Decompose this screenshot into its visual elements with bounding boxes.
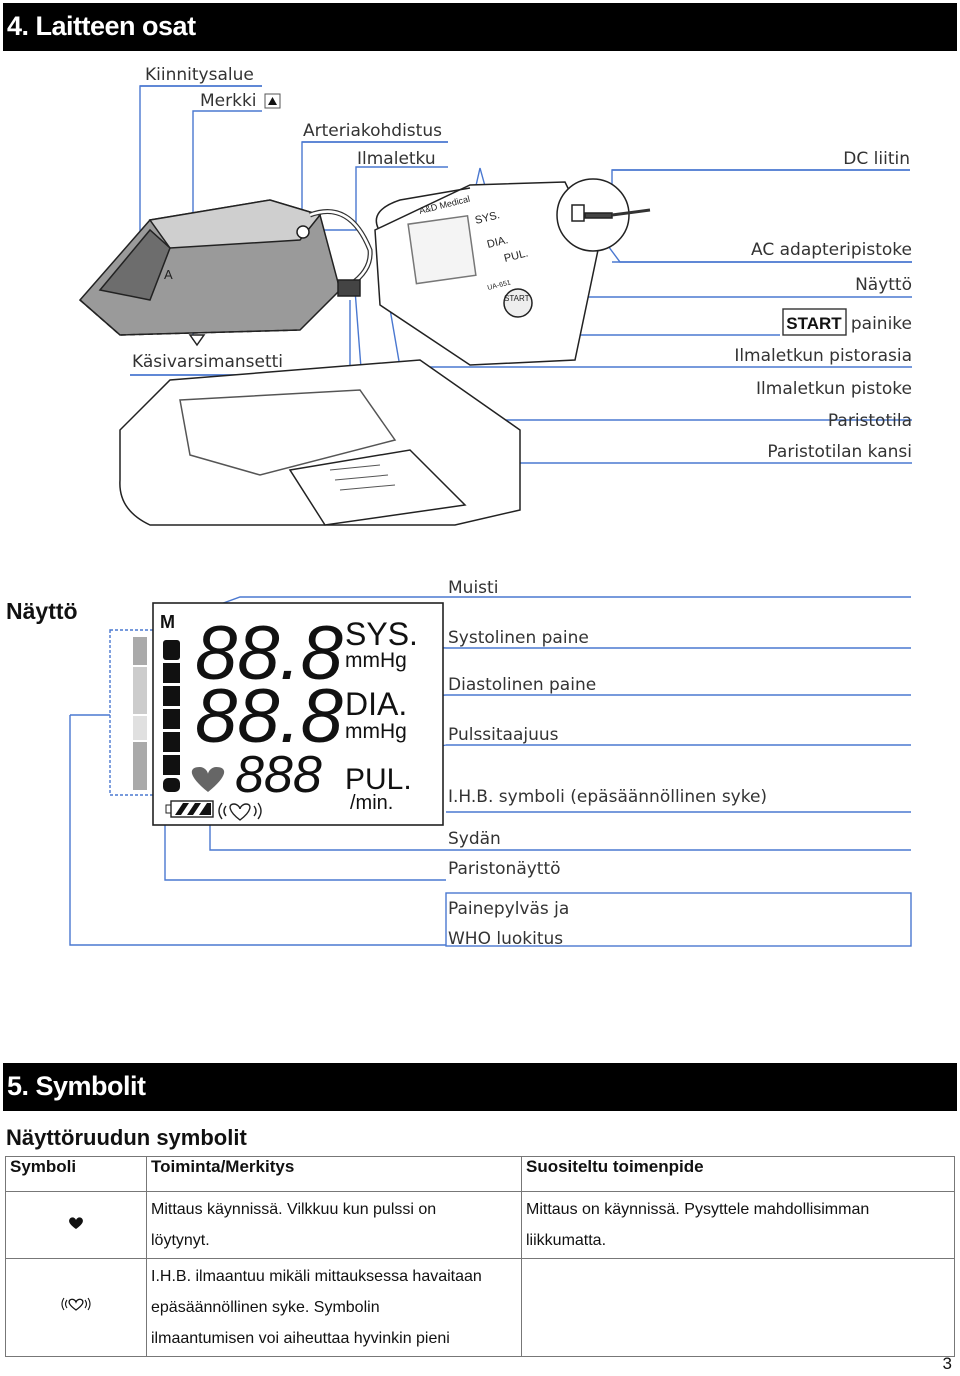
header-symboli: Symboli [5,1156,147,1192]
label-diastolinen-paine: Diastolinen paine [448,675,596,695]
symbol-cell [5,1191,147,1259]
lcd-pul-unit: /min. [350,792,393,814]
label-ihb-symboli: I.H.B. symboli (epäsäännöllinen syke) [448,787,767,807]
section-5-heading-bar: 5. Symbolit [3,1063,957,1111]
table-header-row: Symboli Toiminta/Merkitys Suositeltu toi… [5,1156,955,1192]
label-paristotila: Paristotila [828,411,912,431]
label-sydan: Sydän [448,829,501,849]
merkki-arrow-icon [264,93,281,109]
label-kasivarsimansetti: Käsivarsimansetti [132,352,283,372]
page-number: 3 [942,1354,952,1373]
section-5-title: 5. Symbolit [7,1071,146,1101]
label-ilmaletkun-pistoke: Ilmaletkun pistoke [756,379,912,399]
cuff-mark-label: A [164,267,173,282]
meaning-line: löytynyt. [151,1232,210,1249]
label-who-luokitus: WHO luokitus [448,929,563,949]
heart-icon [69,1216,83,1229]
meaning-line: epäsäännöllinen syke. Symbolin [151,1299,380,1316]
monitor-drawing: A&D Medical SYS. DIA. PUL. UA-651 START [119,178,651,526]
symbol-table: Symboli Toiminta/Merkitys Suositeltu toi… [5,1156,955,1357]
sys-digits: 88.8 [195,611,343,696]
memory-symbol: M [160,612,175,632]
lcd-sys-unit: mmHg [345,649,407,672]
lcd-dia-label: DIA. [345,686,407,722]
action-cell: Mittaus on käynnissä. Pysyttele mahdolli… [521,1191,955,1259]
meaning-line: I.H.B. ilmaantuu mikäli mittauksessa hav… [151,1268,482,1285]
header-suositeltu: Suositeltu toimenpide [521,1156,955,1192]
label-systolinen-paine: Systolinen paine [448,628,589,648]
ihb-icon [61,1297,91,1311]
lcd-pul-label: PUL. [345,763,412,796]
section-4-heading-bar: 4. Laitteen osat [3,3,957,51]
lcd-dia-unit: mmHg [345,720,407,743]
battery-icon [165,800,214,818]
label-painike: painike [851,314,912,334]
label-paristotilan-kansi: Paristotilan kansi [767,442,912,462]
label-ac-adapteripistoke: AC adapteripistoke [751,240,912,260]
table-row: I.H.B. ilmaantuu mikäli mittauksessa hav… [5,1258,955,1357]
pressure-indicator-segments [163,640,180,792]
device-parts-diagram: A A&D Medical SYS. DIA. PUL. UA-651 STAR… [6,65,912,949]
label-merkki: Merkki [200,91,257,111]
action-line: liikkumatta. [526,1232,607,1249]
device-start-label: START [504,294,530,303]
device-sys-label: SYS. [474,209,501,227]
action-cell [521,1258,955,1357]
label-dc-liitin: DC liitin [843,149,910,169]
symbol-cell [5,1258,147,1357]
meaning-line: Mittaus käynnissä. Vilkkuu kun pulssi on [151,1201,437,1218]
lcd-heart-icon [191,767,225,792]
label-paristonaytto: Paristonäyttö [448,859,561,879]
display-heading: Näyttö [6,598,78,624]
label-naytto: Näyttö [855,275,912,295]
pul-digits: 888 [235,746,322,804]
device-dia-label: DIA. [486,234,510,251]
label-ilmaletku: Ilmaletku [357,149,436,169]
meaning-line: ilmaantumisen voi aiheuttaa hyvinkin pie… [151,1330,450,1347]
label-muisti: Muisti [448,578,498,598]
label-kiinnitysalue: Kiinnitysalue [145,65,254,85]
meaning-cell: Mittaus käynnissä. Vilkkuu kun pulssi on… [146,1191,522,1259]
pressure-bar-column [133,637,147,790]
symbols-subtitle: Näyttöruudun symbolit [6,1125,247,1150]
lcd-display: M 88.8 88.8 888 SYS. mmHg DIA. mmHg PUL.… [133,602,444,826]
start-key-icon: START [782,308,847,336]
ihb-symbol-icon [218,802,262,821]
header-toiminta: Toiminta/Merkitys [146,1156,522,1192]
start-key-label: START [786,314,842,333]
table-row: Mittaus käynnissä. Vilkkuu kun pulssi on… [5,1191,955,1259]
lcd-sys-label: SYS. [345,616,418,652]
action-line: Mittaus on käynnissä. Pysyttele mahdolli… [526,1201,870,1218]
label-arteriakohdistus: Arteriakohdistus [303,121,442,141]
dia-digits: 88.8 [195,674,343,759]
section-4-title: 4. Laitteen osat [7,11,196,41]
cuff-drawing: A [78,199,373,347]
meaning-cell: I.H.B. ilmaantuu mikäli mittauksessa hav… [146,1258,522,1357]
label-painepylvas: Painepylväs ja [448,899,569,919]
label-ilmaletkun-pistorasia: Ilmaletkun pistorasia [734,346,912,366]
device-pul-label: PUL. [503,247,530,265]
label-pulssitaajuus: Pulssitaajuus [448,725,559,745]
